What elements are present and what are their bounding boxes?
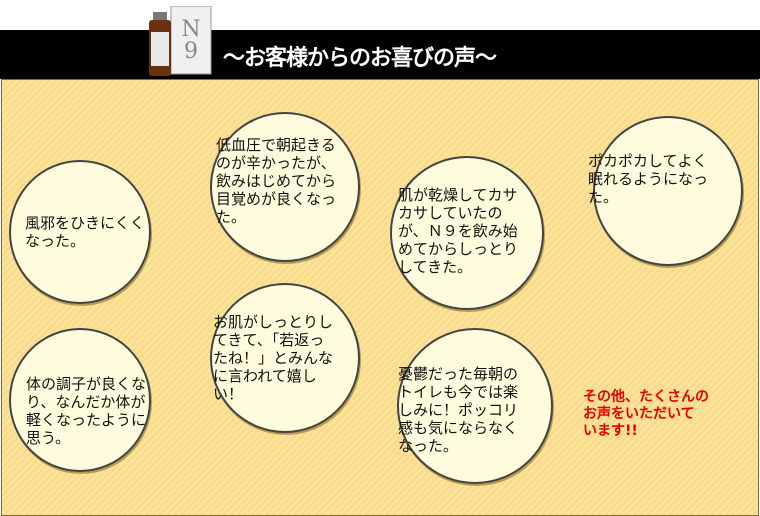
testimonial-text: 体の調子が良くな り、なんだか体が 軽くなったように 思う。 [26,375,147,447]
testimonial-bubble [397,328,553,484]
testimonial-bubble [9,328,151,472]
testimonial-text: 低血圧で朝起きる のが辛かったが、 飲みはじめてから 目覚めが良くなっ た。 [216,136,337,226]
testimonial-text: ポカポカしてよく 眠れるようになっ た。 [588,152,709,206]
testimonial-text: 憂鬱だった毎朝の トイレも今では楽 しみに！ポッコリ 感も気にならなく なった。 [398,365,519,455]
product-image: N 9 [149,6,212,76]
page-title: ～お客様からのお喜びの声～ [223,46,497,71]
testimonial-bubble [593,116,743,266]
testimonial-bubble [210,112,360,262]
testimonial-bubble [9,160,151,304]
testimonial-text: 肌が乾燥してカサ カサしていたの が、Ｎ９を飲み始 めてからしっとり してきた。 [398,186,519,276]
testimonial-bubble [390,156,544,310]
header-bar [0,30,760,79]
testimonial-text: 風邪をひきにくく なった。 [25,214,145,250]
more-testimonials-note: その他、たくさんの お声をいただいて います!! [583,389,709,439]
svg-text:9: 9 [184,39,198,64]
product-label-text: N [181,17,200,42]
testimonial-bubble [210,283,360,433]
testimonial-text: お肌がしっとりし てきて、「若返っ たね！」とみんな に言われて嬉し い！ [213,313,334,403]
